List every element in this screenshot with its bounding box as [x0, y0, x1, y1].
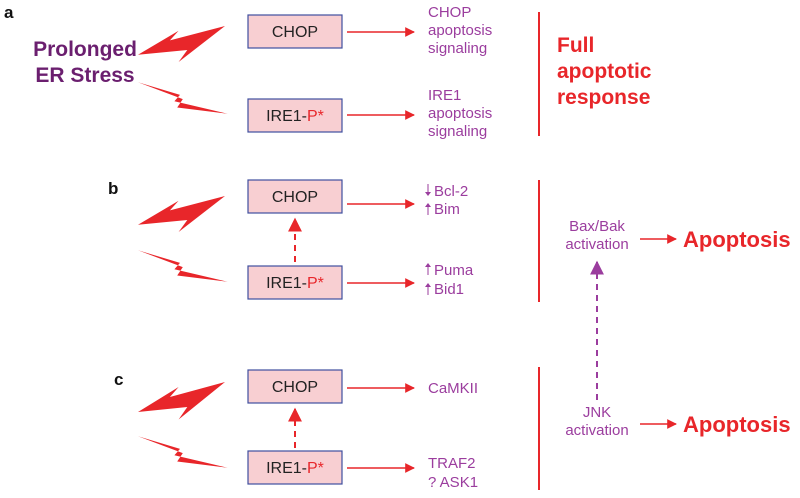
ire1-outcome-line-2: apoptosis — [428, 105, 492, 122]
bid1-target: Bid1 — [425, 281, 464, 298]
camkii-label: CaMKII — [428, 380, 478, 397]
chop-outcome-line-3: signaling — [428, 40, 487, 57]
apoptosis-label-c: Apoptosis — [683, 412, 791, 437]
up-arrow-icon — [425, 203, 431, 207]
lightning-bolt-icon — [138, 26, 225, 62]
chop-box — [247, 369, 343, 404]
puma-label: Puma — [434, 262, 474, 279]
chop-outcome-line-1: CHOP — [428, 4, 471, 21]
chop-outcome-line-2: apoptosis — [428, 22, 492, 39]
ask1-label: ? ASK1 — [428, 474, 478, 491]
panel-a-label: a — [4, 3, 14, 22]
response-line-3: response — [557, 86, 650, 109]
jnk-line-2: activation — [565, 422, 628, 439]
bax-bak-line-2: activation — [565, 236, 628, 253]
chop-box-label: CHOP — [272, 24, 318, 41]
ire1-outcome-line-1: IRE1 — [428, 87, 461, 104]
ire1-box-label: IRE1-P* — [266, 108, 324, 125]
jnk-line-1: JNK — [583, 404, 611, 421]
chop-box-label: CHOP — [272, 379, 318, 396]
up-arrow-icon — [425, 283, 431, 287]
stimulus-line-1: Prolonged — [33, 38, 137, 61]
lightning-bolt-icon — [138, 250, 228, 282]
bim-target: Bim — [425, 201, 460, 218]
bim-label: Bim — [434, 201, 460, 218]
response-line-1: Full — [557, 34, 594, 57]
response-line-2: apoptotic — [557, 60, 652, 83]
ire1-box — [247, 265, 343, 300]
lightning-bolt-icon — [138, 82, 228, 114]
traf2-label: TRAF2 — [428, 455, 476, 472]
up-arrow-icon — [425, 263, 431, 267]
chop-box — [247, 14, 343, 49]
ire1-box — [247, 450, 343, 485]
bid1-label: Bid1 — [434, 281, 464, 298]
panel-c: c CHOP IRE1-P* CaMKII TRAF2 ? ASK1 JNK a… — [114, 260, 791, 491]
panel-b: b CHOP IRE1-P* Bcl-2 Bim Puma — [108, 179, 791, 302]
panel-b-label: b — [108, 179, 118, 198]
lightning-bolt-icon — [138, 196, 225, 232]
stimulus-line-2: ER Stress — [35, 64, 134, 87]
chop-box-label: CHOP — [272, 189, 318, 206]
puma-target: Puma — [425, 262, 474, 279]
ire1-outcome-line-3: signaling — [428, 123, 487, 140]
chop-box — [247, 179, 343, 214]
panel-a: a Prolonged ER Stress CHOP IRE1-P* CHOP … — [4, 3, 652, 140]
panel-c-label: c — [114, 370, 123, 389]
ire1-box — [247, 98, 343, 133]
lightning-bolt-icon — [138, 436, 228, 468]
down-arrow-icon — [425, 192, 431, 196]
ire1-box-label: IRE1-P* — [266, 460, 324, 477]
apoptosis-label-b: Apoptosis — [683, 227, 791, 252]
bcl2-target: Bcl-2 — [425, 183, 468, 200]
bcl2-label: Bcl-2 — [434, 183, 468, 200]
bax-bak-line-1: Bax/Bak — [569, 218, 625, 235]
lightning-bolt-icon — [138, 382, 225, 420]
ire1-box-label: IRE1-P* — [266, 275, 324, 292]
